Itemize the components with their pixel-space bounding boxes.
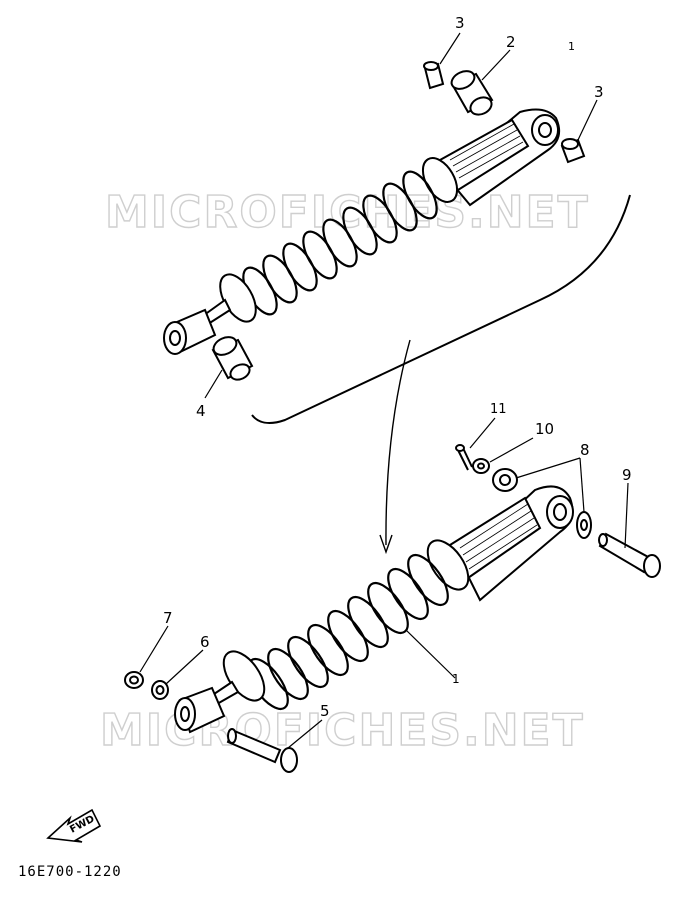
- bolt-5: [226, 728, 298, 773]
- washer-10: [472, 458, 490, 474]
- callout-9: 9: [622, 466, 632, 484]
- callout-10: 10: [535, 420, 554, 438]
- callout-7: 7: [163, 609, 173, 627]
- top-shock-absorber: [163, 108, 561, 355]
- callout-5: 5: [320, 702, 330, 720]
- bushing-4: [211, 336, 254, 381]
- group-bracket: [251, 194, 631, 425]
- washer-6: [151, 680, 169, 700]
- callout-4: 4: [196, 402, 206, 420]
- nut-7: [124, 671, 144, 689]
- assembly-arrow: [385, 339, 411, 546]
- top-mark: 1: [568, 40, 575, 53]
- bushing-2: [450, 70, 494, 116]
- callout-1: 1: [452, 672, 460, 686]
- callout-3-top-right: 3: [594, 83, 604, 101]
- watermark-bottom: MICROFICHES.NET: [100, 705, 585, 756]
- callout-3-top-left: 3: [455, 14, 465, 32]
- callout-8: 8: [580, 441, 590, 459]
- leader-lines: [139, 32, 629, 749]
- cotter-pin-11: [455, 444, 473, 471]
- bushing-3-top-left: [423, 61, 445, 90]
- callout-11: 11: [490, 402, 507, 417]
- fwd-arrow-icon: FWD: [46, 808, 102, 843]
- bushing-3-top-right: [560, 138, 586, 164]
- bushing-8-upper: [492, 468, 518, 492]
- diagram-code: 16E700-1220: [18, 864, 122, 880]
- callout-6: 6: [200, 633, 210, 651]
- callout-2: 2: [506, 33, 516, 51]
- pin-9: [598, 532, 661, 578]
- bottom-shock-absorber: [174, 485, 574, 734]
- bushing-8-lower: [576, 511, 592, 539]
